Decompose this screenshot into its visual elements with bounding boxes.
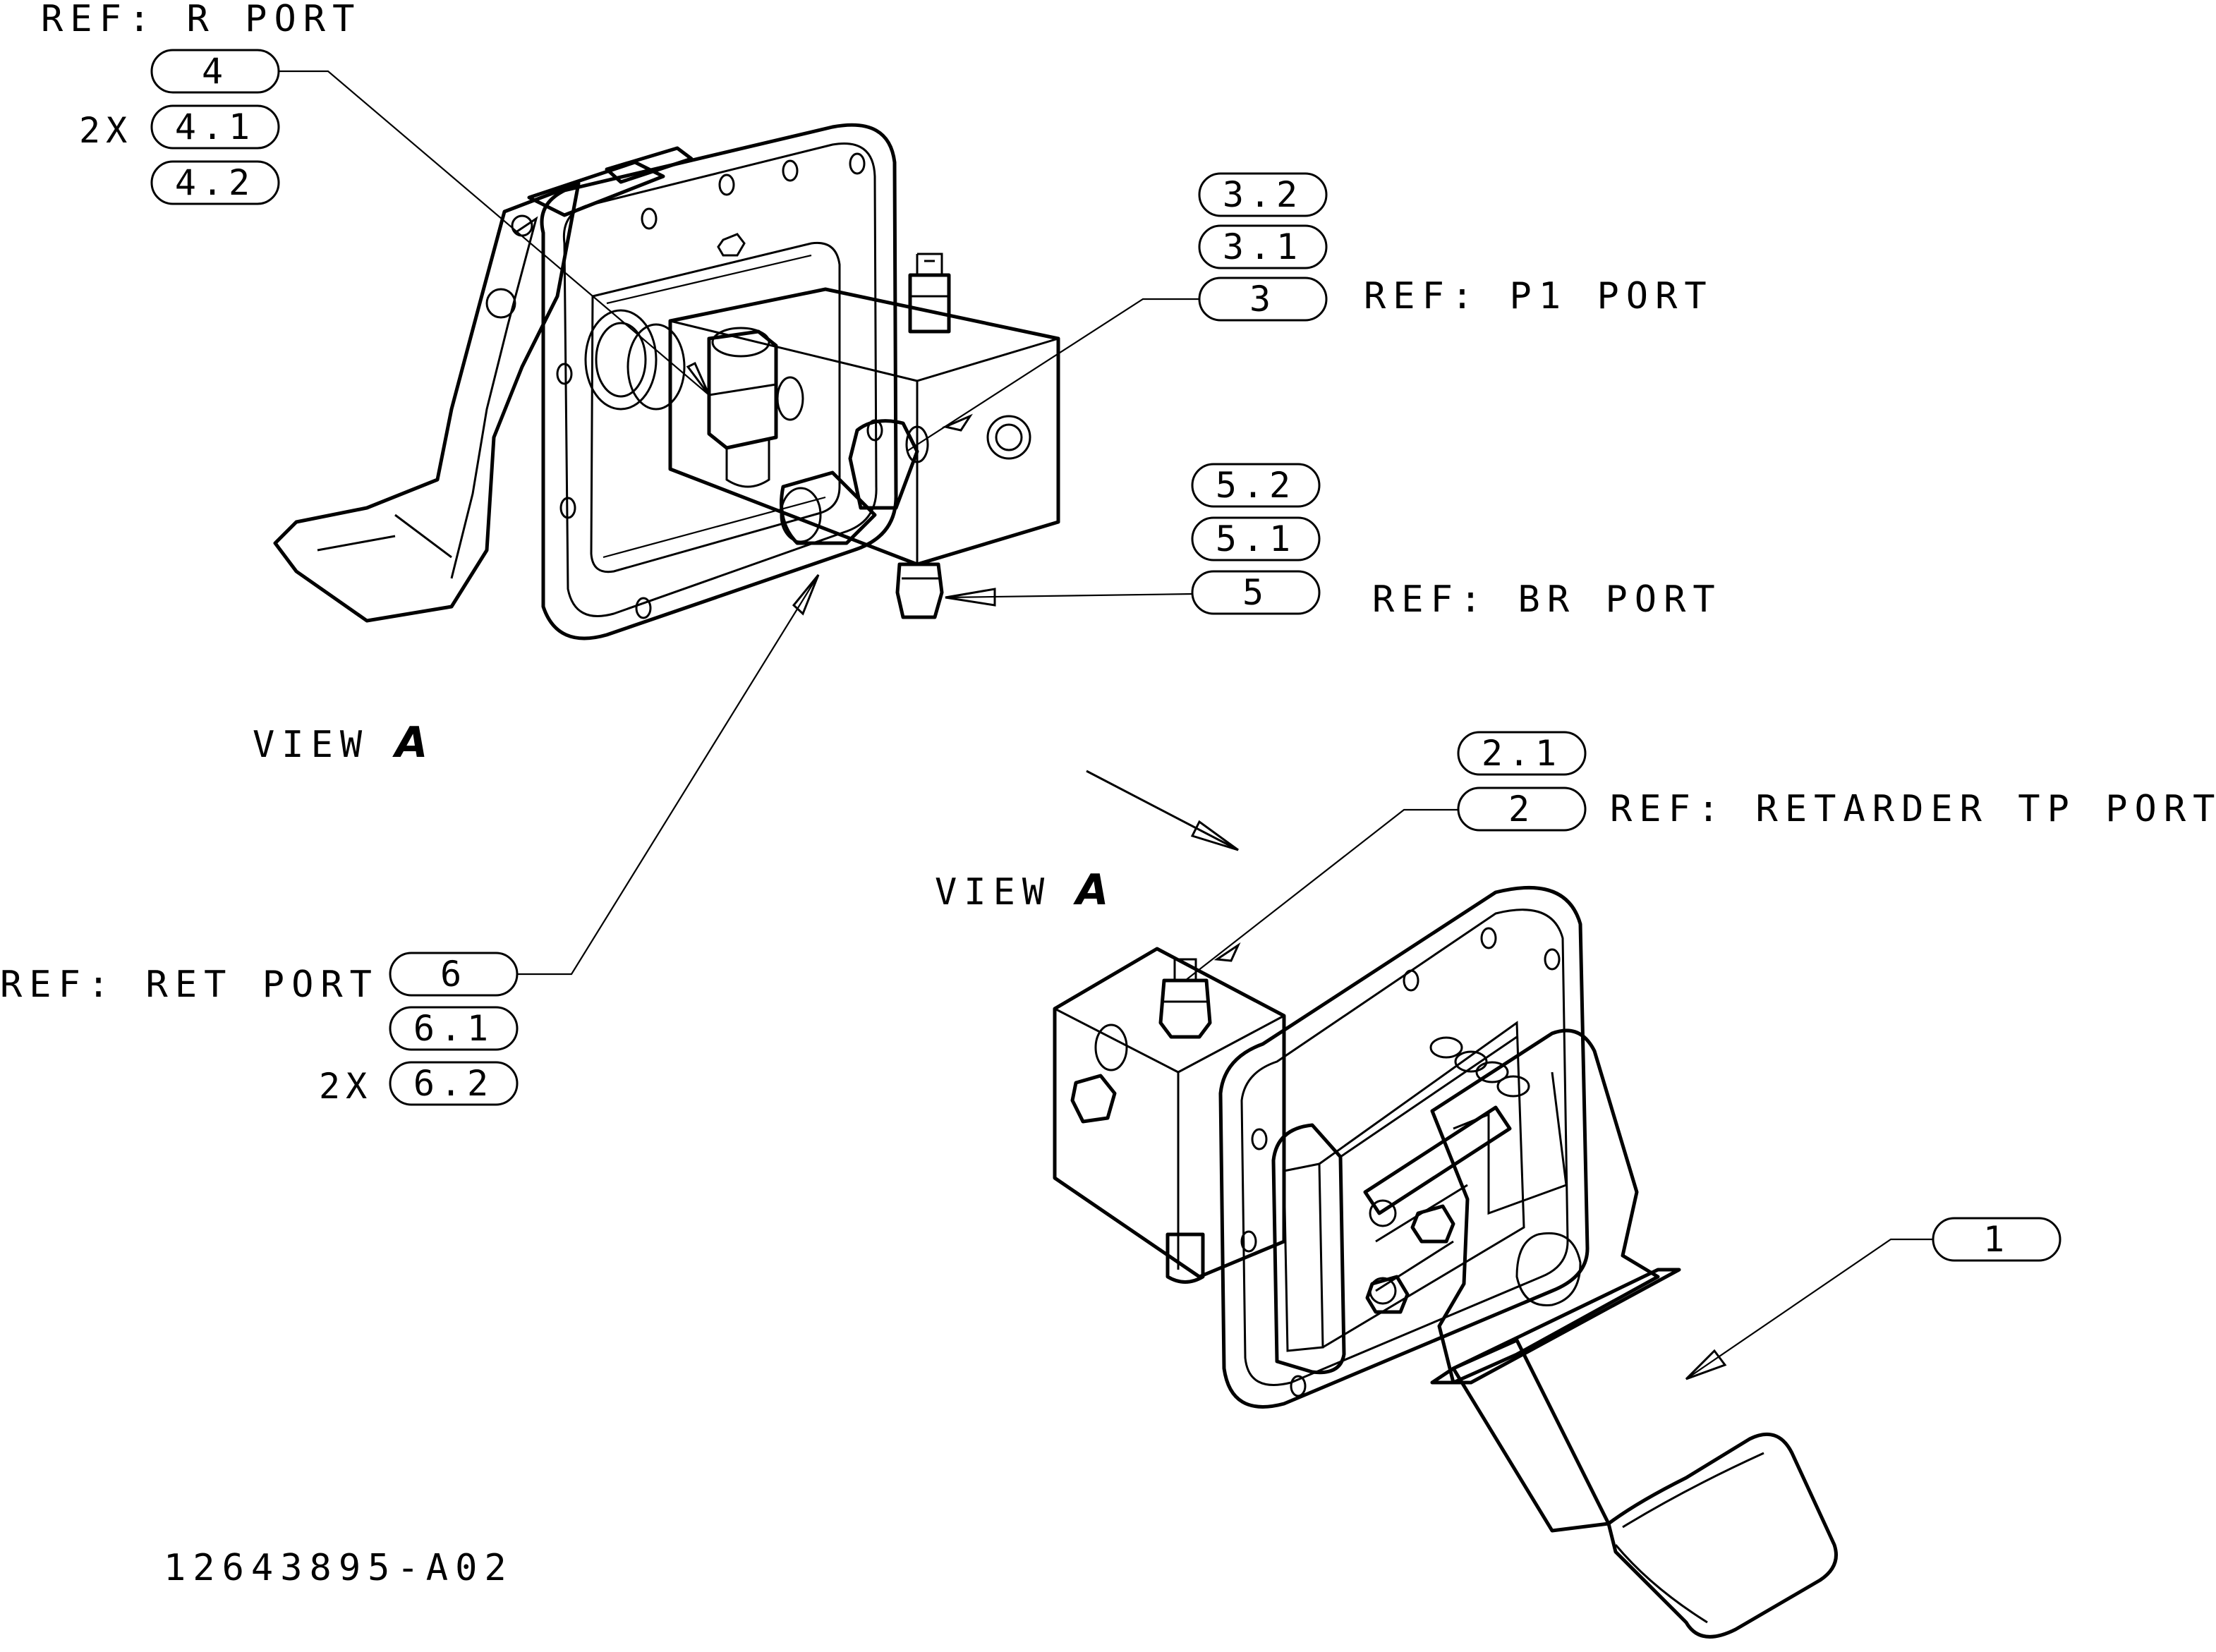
return-spring — [1429, 1036, 1530, 1098]
view-a-word-top: VIEW — [253, 724, 369, 766]
balloon-5-text: 5 — [1242, 572, 1269, 613]
balloon-4-1-text: 4.1 — [175, 107, 255, 147]
callout-group-6: REF: RET PORT 6 6.1 2X 6.2 — [0, 574, 820, 1107]
leader-2-arrow — [1213, 942, 1241, 962]
leader-4-arrow — [686, 361, 710, 396]
balloon-4-text: 4 — [202, 51, 229, 92]
valve-block-2 — [1053, 947, 1286, 1279]
top-test-port-fitting — [908, 253, 951, 334]
balloon-5-1 — [1191, 516, 1321, 561]
pedal-arm-left — [273, 181, 581, 623]
callout-group-3: 3.2 3.1 3 REF: P1 PORT — [906, 172, 1714, 452]
flange-inner-edge — [562, 142, 878, 617]
view-a-title-arrow: VIEW A — [935, 866, 1108, 915]
inner-cup — [1271, 1021, 1525, 1375]
balloon-4-2-text: 4.2 — [175, 162, 255, 203]
balloon-3-1 — [1198, 224, 1328, 269]
drawing-number: 12643895-A02 — [164, 1547, 514, 1589]
ref-p1-port-label: REF: P1 PORT — [1364, 275, 1714, 317]
valve-block — [668, 287, 1060, 566]
callout-group-5: 5.2 5.1 5 REF: BR PORT — [945, 463, 1722, 621]
pedal-pad — [1606, 1432, 1838, 1639]
leader-1 — [1685, 1238, 1933, 1380]
leader-6 — [517, 574, 819, 976]
leader-1-arrow — [1685, 1349, 1727, 1380]
br-port-fitting — [895, 562, 944, 619]
balloon-2-text: 2 — [1508, 789, 1535, 830]
ref-ret-port-label: REF: RET PORT — [0, 964, 379, 1006]
view-a-word-arrow: VIEW — [935, 871, 1051, 913]
top-nut — [717, 233, 746, 257]
balloon-6-2 — [389, 1061, 519, 1106]
balloon-3-1-text: 3.1 — [1223, 226, 1303, 267]
balloon-4-2 — [150, 160, 280, 205]
mounting-flange — [540, 123, 898, 640]
balloon-3-2 — [1198, 172, 1328, 217]
balloon-6-1 — [389, 1006, 519, 1051]
callout-group-2: 2.1 2 REF: RETARDER TP PORT — [1185, 731, 2216, 981]
leader-4 — [279, 70, 710, 396]
flange-bolt-holes — [556, 152, 883, 619]
balloon-6-text: 6 — [440, 954, 467, 995]
flange-window — [590, 241, 841, 573]
view-a-title-top: VIEW A — [253, 718, 428, 767]
leader-5 — [945, 593, 1193, 599]
leader-5-arrow — [945, 588, 996, 607]
retarder-tp-fitting — [1158, 958, 1212, 1039]
balloon-1-text: 1 — [1983, 1219, 2010, 1260]
balloon-3-text: 3 — [1249, 279, 1276, 320]
ref-retarder-tp-port-label: REF: RETARDER TP PORT — [1610, 788, 2216, 830]
mounting-flange-2 — [1218, 886, 1590, 1409]
flange-bore — [584, 309, 686, 411]
p1-port-fitting — [848, 419, 929, 510]
view-a-direction-arrow — [1086, 770, 1239, 851]
balloon-5-2-text: 5.2 — [1216, 465, 1296, 506]
leader-2 — [1185, 808, 1458, 981]
r-port-fitting — [707, 327, 804, 488]
qty-6-2-label: 2X — [319, 1066, 373, 1107]
balloon-2-1 — [1457, 731, 1587, 776]
bottom-stub — [1165, 1232, 1205, 1284]
balloon-5-2 — [1191, 463, 1321, 508]
pivot-brackets — [527, 146, 694, 217]
balloon-4-1 — [150, 104, 280, 150]
ref-r-port-label: REF: R PORT — [41, 0, 361, 40]
qty-4-1-label: 2X — [79, 110, 133, 151]
leader-6-arrow — [792, 574, 820, 616]
leader-3-arrow — [942, 413, 973, 432]
view-a-letter-arrow: A — [1073, 866, 1108, 915]
pedal-mechanism — [1363, 1036, 1530, 1314]
callout-group-1: 1 — [1685, 1217, 2061, 1380]
callout-group-4: REF: R PORT 4 2X 4.1 4.2 — [41, 0, 710, 396]
balloon-5 — [1191, 570, 1321, 615]
view-a-assembly — [273, 123, 1060, 640]
pedal-assembly — [1053, 886, 1838, 1639]
balloon-3-2-text: 3.2 — [1223, 174, 1303, 215]
ref-br-port-label: REF: BR PORT — [1372, 578, 1722, 621]
balloon-6-1-text: 6.1 — [413, 1008, 494, 1049]
leader-3 — [906, 298, 1199, 452]
balloon-5-1-text: 5.1 — [1216, 518, 1296, 559]
pedal-arm — [1430, 1028, 1681, 1533]
balloon-2-1-text: 2.1 — [1482, 733, 1562, 774]
balloon-6-2-text: 6.2 — [413, 1063, 494, 1104]
ret-port-fitting — [780, 470, 877, 545]
view-a-letter-top: A — [392, 718, 428, 767]
